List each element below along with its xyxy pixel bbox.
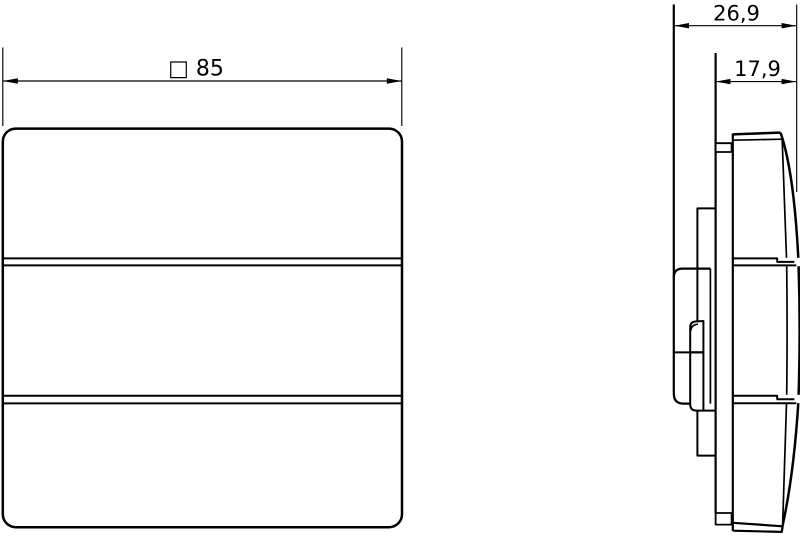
claw-curl-detail <box>689 323 699 332</box>
claw-upper-part <box>689 320 705 354</box>
rocker-top-lip <box>714 142 733 153</box>
rocker-front-silhouette-bottom <box>781 403 800 525</box>
rocker-front-silhouette-middle <box>797 266 800 395</box>
rocker-front-face-edge-top <box>781 140 788 258</box>
rocker-top-edge-inner <box>732 138 782 142</box>
rocker-bottom-edge-outer <box>732 524 784 533</box>
rocker-bottom-edge-inner <box>732 521 783 528</box>
front-outline <box>1 127 404 529</box>
claw-lower-part <box>689 351 705 412</box>
front-depth-label: 17,9 <box>734 57 781 81</box>
arrowhead-left <box>674 23 689 29</box>
arrowhead-right <box>386 78 402 84</box>
rocker-front-silhouette-top <box>779 132 800 258</box>
overall-depth-label: 26,9 <box>713 2 760 26</box>
side-view: 26,9 17,9 <box>672 2 800 533</box>
front-view: □ 85 <box>1 47 404 529</box>
overall-depth-dimension: 26,9 <box>674 2 798 192</box>
arrowhead-right <box>781 78 797 85</box>
claw-box-top-edge <box>672 267 711 278</box>
front-depth-dimension: 17,9 <box>715 57 797 85</box>
arrowhead-right <box>781 23 797 29</box>
rocker-top-edge-outer <box>732 131 781 136</box>
rocker-front-face-edge-bottom <box>781 403 788 523</box>
front-width-label: □ 85 <box>168 57 224 82</box>
side-rocker-divider-lower <box>732 394 797 405</box>
rocker-bottom-lip <box>714 512 733 526</box>
side-rocker-divider-upper <box>732 257 797 267</box>
back-plate-line <box>672 4 690 405</box>
arrowhead-left <box>3 78 18 84</box>
front-width-dimension: □ 85 <box>2 47 403 126</box>
arrowhead-left <box>715 78 731 85</box>
